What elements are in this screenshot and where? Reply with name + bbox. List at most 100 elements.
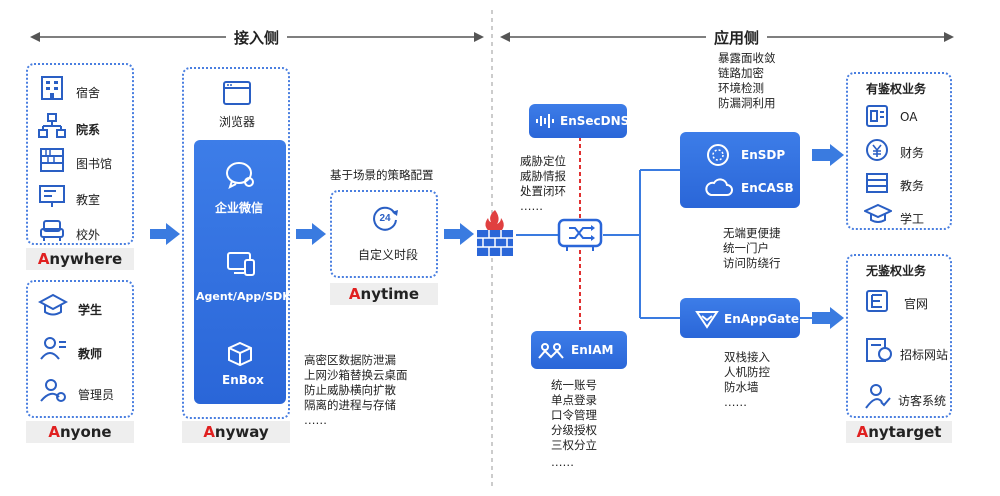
location-classroom: 教室	[76, 193, 101, 207]
header-access-side: 接入侧	[226, 27, 288, 48]
client-browser: 浏览器	[219, 115, 256, 129]
anyone-label: Anyone	[26, 421, 134, 443]
bidding-site-icon	[866, 338, 892, 362]
app-oa: OA	[900, 110, 918, 124]
ensecdns-icon	[536, 114, 554, 128]
library-icon	[40, 148, 64, 172]
finance-icon	[866, 139, 888, 161]
app-official-site: 官网	[904, 297, 929, 311]
eniam-note-2: 单点登录	[551, 393, 597, 407]
eniam-note-4: 分级授权	[551, 423, 597, 437]
client-enbox: EnBox	[222, 373, 264, 387]
auth-apps-panel	[846, 72, 952, 230]
arrow-to-auth-head	[830, 144, 844, 166]
anytime-custom-period: 自定义时段	[358, 248, 419, 262]
ensdp-icon	[707, 144, 729, 166]
enbox-note-5: ……	[304, 413, 327, 427]
ensecdns-name: EnSecDNS	[560, 114, 630, 128]
student-affairs-icon	[864, 203, 892, 223]
enappgate-icon	[695, 311, 719, 329]
enbox-note-4: 隔离的进程与存储	[304, 398, 396, 412]
classroom-icon	[39, 185, 65, 207]
anytime-top-text: 基于场景的策略配置	[330, 168, 434, 182]
enappgate-note-2: 人机防控	[724, 365, 770, 379]
location-dormitory: 宿舍	[76, 86, 101, 100]
location-off-campus: 校外	[76, 228, 101, 242]
arrow-to-anyway-head	[166, 223, 180, 245]
role-student: 学生	[78, 303, 103, 317]
anytime-panel	[330, 190, 438, 278]
anytime-label: Anytime	[330, 283, 438, 305]
noauth-apps-panel	[846, 254, 952, 418]
arrow-to-anyway-shaft	[150, 229, 166, 239]
encasb-icon	[705, 178, 733, 196]
app-visitor-system: 访客系统	[898, 394, 947, 408]
firewall-icon	[477, 210, 513, 256]
24h-clock-icon: 24	[373, 206, 398, 231]
arrow-to-anytime-shaft	[296, 229, 312, 239]
ensdp-top-note-2: 链路加密	[718, 66, 764, 80]
enbox-note-2: 上网沙箱替换云桌面	[304, 368, 408, 382]
location-library: 图书馆	[76, 157, 113, 171]
admin-icon	[40, 379, 66, 402]
role-teacher: 教师	[78, 347, 103, 361]
arrow-to-noauth-shaft	[812, 312, 830, 324]
enappgate-note-4: ……	[724, 395, 747, 409]
department-icon	[38, 113, 66, 138]
eniam-note-5: 三权分立	[551, 438, 597, 452]
eniam-note-1: 统一账号	[551, 378, 597, 392]
academic-icon	[866, 173, 888, 193]
official-site-icon	[866, 290, 888, 312]
ensdp-top-note-3: 环境检测	[718, 81, 764, 95]
anywhere-panel	[26, 63, 134, 245]
enappgate-name: EnAppGate	[724, 312, 800, 326]
device-icon	[227, 252, 255, 276]
role-admin: 管理员	[78, 388, 115, 402]
oa-icon	[866, 105, 888, 127]
location-department: 院系	[76, 123, 101, 137]
ensdp-bottom-note-2: 统一门户	[723, 241, 769, 255]
auth-apps-title: 有鉴权业务	[866, 82, 927, 96]
enappgate-note-3: 防水墙	[724, 380, 759, 394]
eniam-note-6: ……	[551, 455, 574, 469]
enbox-note-3: 防止威胁横向扩散	[304, 383, 396, 397]
ensecdns-note-2: 威胁情报	[520, 169, 566, 183]
client-wecom: 企业微信	[215, 201, 264, 215]
ensecdns-note-4: ……	[520, 199, 543, 213]
client-agent-app-sdk: Agent/App/SDK	[196, 290, 291, 303]
noauth-apps-title: 无鉴权业务	[866, 264, 927, 278]
ensecdns-note-1: 威胁定位	[520, 154, 566, 168]
arrow-to-firewall-shaft	[444, 229, 460, 239]
enbox-icon	[228, 341, 252, 367]
arrow-to-anytime-head	[312, 223, 326, 245]
anyone-panel	[26, 280, 134, 418]
app-student-affairs: 学工	[900, 212, 925, 226]
anywhere-label: Anywhere	[26, 248, 134, 270]
browser-icon	[223, 81, 251, 105]
app-finance: 财务	[900, 146, 925, 160]
enappgate-note-1: 双栈接入	[724, 350, 770, 364]
gateway-switch-icon	[557, 218, 603, 251]
ensdp-bottom-note-3: 访问防绕行	[723, 256, 781, 270]
wecom-icon	[226, 162, 254, 189]
ensdp-bottom-note-1: 无端更便捷	[723, 226, 781, 240]
app-bidding-site: 招标网站	[900, 348, 949, 362]
eniam-name: EnIAM	[571, 343, 614, 357]
ensdp-top-note-1: 暴露面收敛	[718, 51, 776, 65]
anyway-label: Anyway	[182, 421, 290, 443]
teacher-icon	[40, 337, 66, 360]
header-app-side: 应用侧	[706, 27, 768, 48]
ensdp-box	[680, 132, 800, 208]
dormitory-icon	[41, 76, 63, 100]
student-icon	[38, 293, 68, 316]
encasb-name: EnCASB	[741, 181, 794, 195]
app-academic: 教务	[900, 179, 925, 193]
arrow-to-auth-shaft	[812, 149, 830, 161]
ensdp-top-note-4: 防漏洞利用	[718, 96, 776, 110]
enbox-note-1: 高密区数据防泄漏	[304, 353, 396, 367]
arrow-to-firewall-head	[460, 223, 474, 245]
off-campus-icon	[40, 220, 64, 241]
arrow-to-noauth-head	[830, 307, 844, 329]
eniam-note-3: 口令管理	[551, 408, 597, 422]
